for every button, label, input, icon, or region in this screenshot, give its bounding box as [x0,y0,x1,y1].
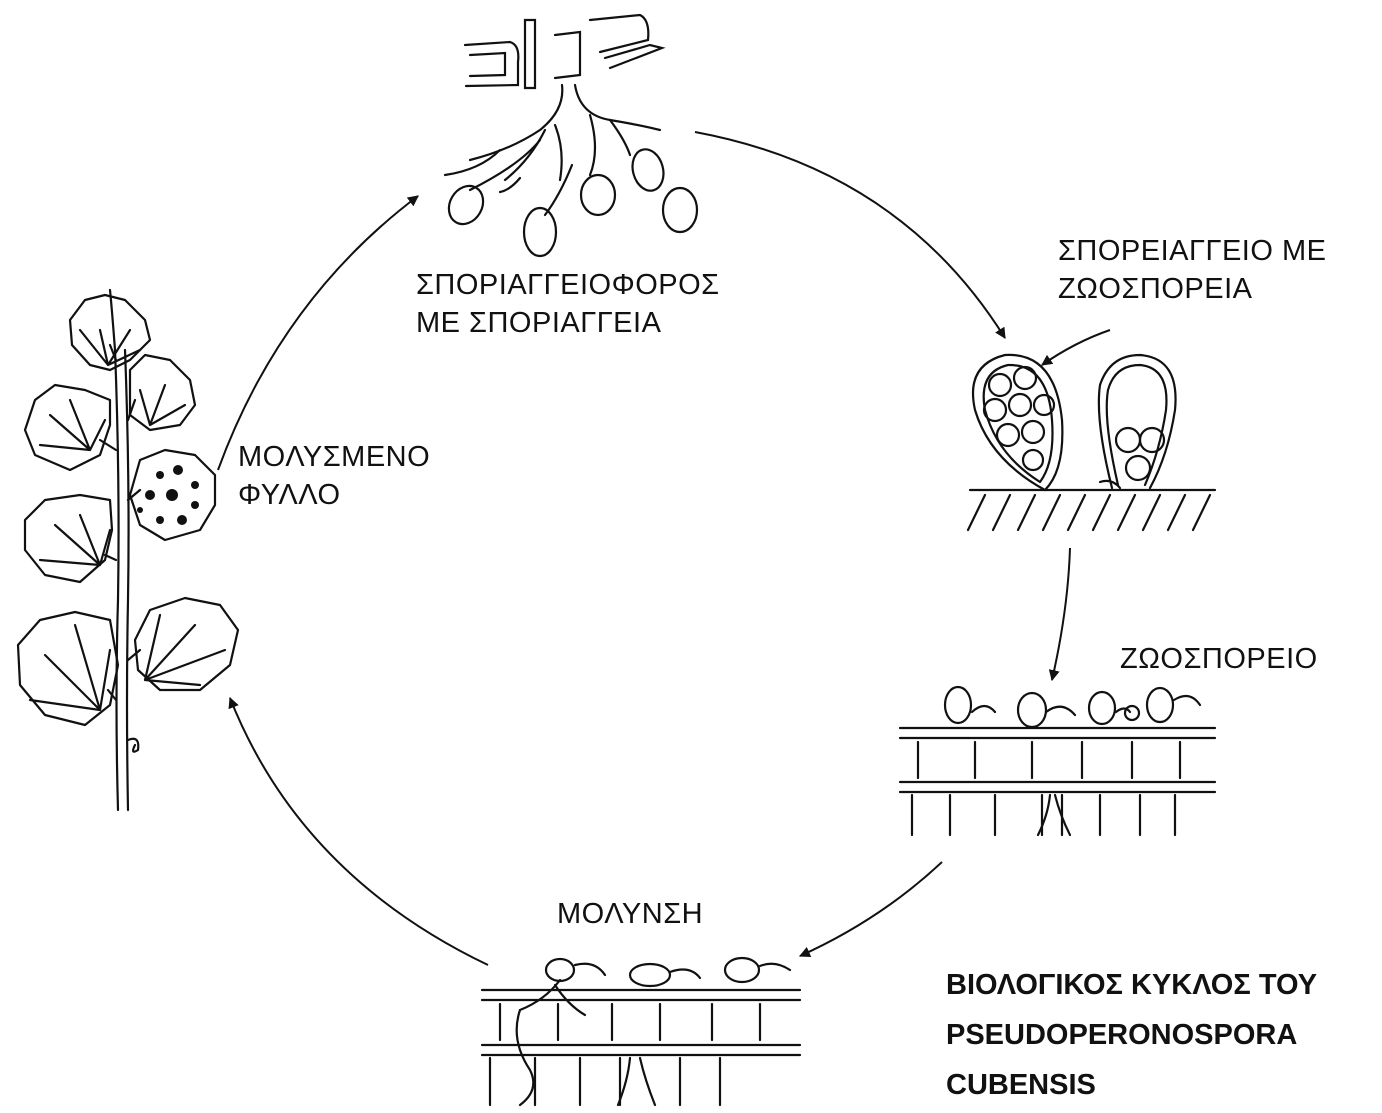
label-line: ΦΥΛΛΟ [238,479,341,511]
arrow-sporangium-to-zoospore [1048,547,1071,682]
label-line: ΖΩΟΣΠΟΡΕΙΟ [1120,643,1318,675]
infection-spots [137,465,199,525]
arrow-leaf-to-sporangiophore [217,195,419,471]
label-infection: ΜΟΛΥΝΣΗ [557,895,703,933]
arrow-zoospore-to-infection [798,861,943,957]
sporangiophore-drawing [443,13,699,258]
label-line: ΣΠΟΡΙΑΓΓΕΙΟΦΟΡΟΣ [416,269,720,301]
title-line: CUBENSIS [946,1069,1096,1101]
label-line: ΜΕ ΣΠΟΡΙΑΓΓΕΙΑ [416,307,662,339]
sporangium-drawing [966,353,1217,532]
title-line: ΒΙΟΛΟΓΙΚΟΣ ΚΥΚΛΟΣ ΤΟΥ [946,969,1318,1001]
infection-drawing [480,956,802,1107]
diagram-title: ΒΙΟΛΟΓΙΚΟΣ ΚΥΚΛΟΣ ΤΟΥ PSEUDOPERONOSPORA … [946,960,1317,1110]
arrow-sporangiophore-to-sporangium [694,131,1006,339]
zoospore-drawing [898,685,1217,837]
title-line: PSEUDOPERONOSPORA [946,1019,1298,1051]
infected-plant-drawing [16,288,240,812]
label-infected-leaf: ΜΟΛΥΣΜΕΝΟ ΦΥΛΛΟ [238,438,430,514]
label-line: ΜΟΛΥΝΣΗ [557,898,704,930]
cycle-arrows [217,131,1111,966]
label-line: ΣΠΟΡΕΙΑΓΓΕΙΟ ΜΕ [1058,235,1327,267]
label-sporangiophore: ΣΠΟΡΙΑΓΓΕΙΟΦΟΡΟΣ ΜΕ ΣΠΟΡΙΑΓΓΕΙΑ [416,266,720,342]
label-line: ΖΩΟΣΠΟΡΕΙΑ [1058,273,1253,305]
label-sporangium: ΣΠΟΡΕΙΑΓΓΕΙΟ ΜΕ ΖΩΟΣΠΟΡΕΙΑ [1058,232,1326,308]
arrow-infection-to-leaf [228,696,489,966]
label-line: ΜΟΛΥΣΜΕΝΟ [238,441,431,473]
arrow-label-pointer [1041,329,1111,366]
label-zoospore: ΖΩΟΣΠΟΡΕΙΟ [1120,640,1318,678]
